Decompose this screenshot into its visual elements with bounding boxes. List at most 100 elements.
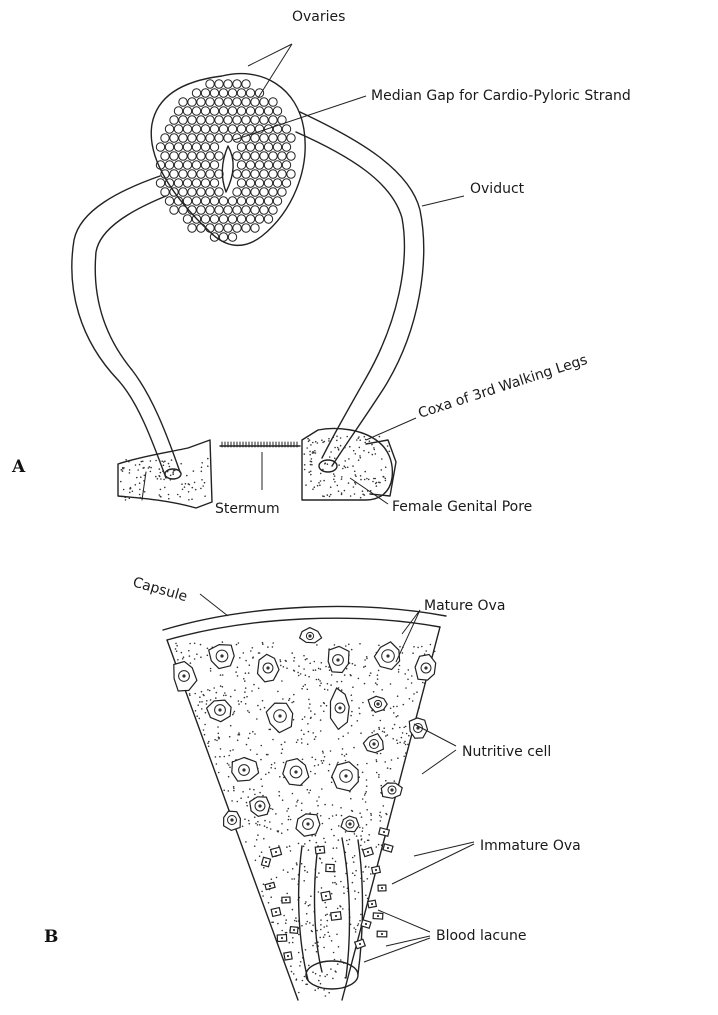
ovary-cell [287, 170, 295, 178]
label-nutritive-cell: Nutritive cell [462, 744, 551, 760]
immature-ovum [378, 885, 386, 891]
mature-ovum [415, 655, 436, 681]
ovary-cell [206, 80, 214, 88]
blood-channel-right [342, 838, 363, 978]
ovary-cell [156, 143, 164, 151]
ovary-cell [278, 152, 286, 160]
ovary-cell [228, 215, 236, 223]
ovary-cell [242, 170, 250, 178]
ovary-cell [174, 125, 182, 133]
mature-ovum [266, 703, 292, 733]
ovary-cell [251, 134, 259, 142]
immature-ovum [271, 908, 281, 917]
ovary-cell [179, 98, 187, 106]
immature-ovum [368, 900, 377, 908]
label-sternum: Stermum [215, 501, 280, 517]
immature-ova [261, 828, 393, 960]
ovary-cell [242, 80, 250, 88]
label-capsule: Capsule [131, 574, 189, 605]
ovary-cell [179, 116, 187, 124]
ovary-cell [165, 161, 173, 169]
immature-ovum [355, 939, 366, 948]
ovary-cell [269, 188, 277, 196]
ovary-cell [242, 116, 250, 124]
ovary-cell [260, 116, 268, 124]
panel-b: B Capsule Mature Ova Nutritive cell Imma… [44, 574, 581, 1000]
ovary-cell [246, 89, 254, 97]
immature-ovum [282, 897, 290, 903]
ovary-cell [278, 170, 286, 178]
ovary-wedge [167, 627, 440, 1000]
ovary-cell [228, 197, 236, 205]
ovary-cell [215, 188, 223, 196]
ovary-cell [210, 215, 218, 223]
ovary-cell [206, 188, 214, 196]
label-immature-ova: Immature Ova [480, 838, 581, 854]
blood-channel-left [299, 846, 322, 980]
mature-ovum [283, 759, 309, 786]
ovary-cell [242, 98, 250, 106]
ovary-cell [287, 134, 295, 142]
ovary-cell [215, 224, 223, 232]
ovary-cell [269, 206, 277, 214]
ovary-cell [170, 116, 178, 124]
ovary-cell [237, 125, 245, 133]
ovary-cell [170, 134, 178, 142]
ovary-cell [206, 224, 214, 232]
immature-ovum [270, 847, 281, 857]
ovary-cell [246, 143, 254, 151]
mature-ovum [332, 762, 359, 791]
immature-ovum [290, 927, 298, 934]
ovary-cell [269, 134, 277, 142]
ovary-cell [264, 215, 272, 223]
ovary-cell [273, 143, 281, 151]
ovary-cell [228, 233, 236, 241]
mature-ovum [363, 734, 383, 753]
ovary-cell [264, 161, 272, 169]
ovary-cell [219, 107, 227, 115]
leader-oviduct [422, 196, 464, 206]
ovary-cell [206, 206, 214, 214]
mature-ovum [258, 654, 280, 682]
immature-ovum [331, 912, 342, 921]
leader-mature-ova [396, 610, 420, 662]
ovary-cell [260, 188, 268, 196]
ovary-cell [219, 233, 227, 241]
ovary-cell [228, 89, 236, 97]
ovary-cell [215, 134, 223, 142]
ovary-cell [188, 224, 196, 232]
mature-ovum [341, 816, 359, 832]
ovary-cell [197, 152, 205, 160]
ovary-cell [197, 134, 205, 142]
ovary-cell [246, 107, 254, 115]
ovary-cell [179, 170, 187, 178]
ovary-cell [255, 197, 263, 205]
ovary-cell [210, 233, 218, 241]
ovary-cell [246, 125, 254, 133]
ovary-cell [233, 206, 241, 214]
ovary-cell [210, 125, 218, 133]
mature-ovum [296, 814, 320, 836]
ovary-cell [201, 161, 209, 169]
ovary-cell [215, 152, 223, 160]
ovary-cell [246, 215, 254, 223]
ovary-cell [273, 161, 281, 169]
ovary-cell [179, 134, 187, 142]
ovary-cell [260, 152, 268, 160]
immature-ovum [373, 913, 383, 919]
mature-ovum [232, 758, 259, 782]
ovary-cell [251, 206, 259, 214]
ovary-cell [282, 179, 290, 187]
ovary-cell [197, 224, 205, 232]
mature-ovum [207, 700, 232, 722]
immature-ovum [363, 847, 374, 856]
ovary-cell [161, 152, 169, 160]
ovary-cell [237, 215, 245, 223]
ovary-cell [260, 98, 268, 106]
label-oviduct: Oviduct [470, 181, 525, 197]
ovary-cell [210, 161, 218, 169]
label-genital-pore: Female Genital Pore [392, 499, 532, 515]
ovary-cell [233, 80, 241, 88]
ovary-cell [174, 161, 182, 169]
